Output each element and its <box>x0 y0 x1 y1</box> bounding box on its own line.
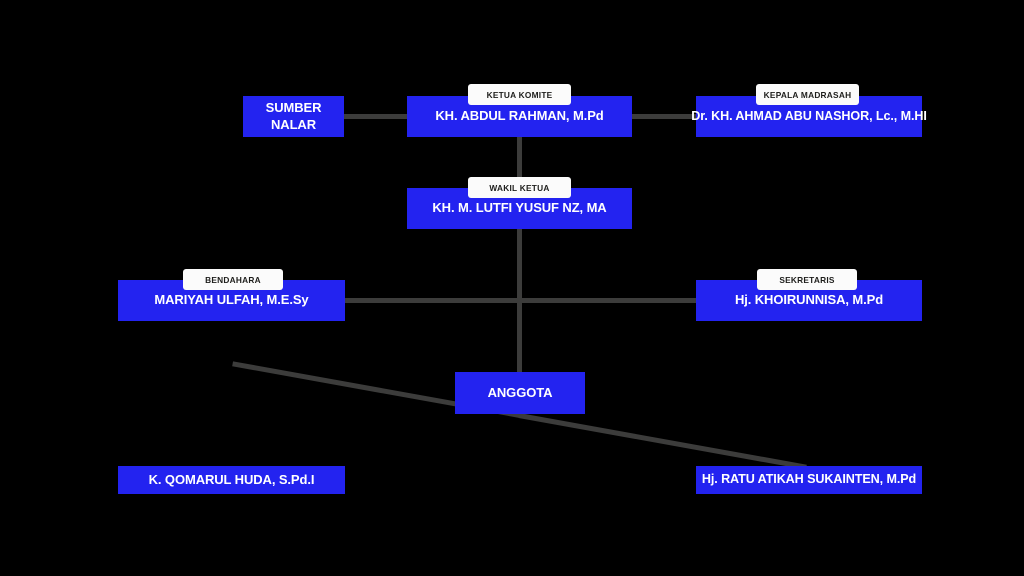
node-sumber-nalar-label: SUMBER NALAR <box>265 100 322 132</box>
node-anggota-member-2[interactable]: Hj. RATU ATIKAH SUKAINTEN, M.Pd <box>696 466 922 494</box>
node-anggota-label: ANGGOTA <box>487 384 553 400</box>
connector-sumber-to-ketua <box>340 114 412 119</box>
node-kepala-madrasah-label: Dr. KH. AHMAD ABU NASHOR, Lc., M.HI <box>691 108 927 123</box>
node-kepala-madrasah[interactable]: Dr. KH. AHMAD ABU NASHOR, Lc., M.HI <box>691 96 927 137</box>
node-ketua-komite-label: KH. ABDUL RAHMAN, M.Pd <box>435 108 604 124</box>
node-anggota-member-2-label: Hj. RATU ATIKAH SUKAINTEN, M.Pd <box>701 472 917 487</box>
connector-ketua-to-kepala <box>628 114 700 119</box>
role-tab-ketua-komite: KETUA KOMITE <box>468 84 571 105</box>
node-wakil-ketua-label: KH. M. LUTFI YUSUF NZ, MA <box>432 200 607 216</box>
node-anggota-member-1[interactable]: K. QOMARUL HUDA, S.Pd.I <box>118 466 345 494</box>
connector-ketua-to-wakil <box>517 134 522 188</box>
node-bendahara-label: MARIYAH ULFAH, M.E.Sy <box>154 292 309 308</box>
node-sekretaris[interactable]: Hj. KHOIRUNNISA, M.Pd <box>696 280 922 321</box>
node-wakil-ketua[interactable]: KH. M. LUTFI YUSUF NZ, MA <box>407 188 632 229</box>
connector-bendahara-to-sekretaris <box>341 298 701 303</box>
node-sekretaris-label: Hj. KHOIRUNNISA, M.Pd <box>734 292 884 308</box>
node-anggota[interactable]: ANGGOTA <box>455 372 585 414</box>
connector-anggota-to-member-right <box>518 413 807 470</box>
role-tab-bendahara: BENDAHARA <box>183 269 283 290</box>
role-tab-kepala-madrasah: KEPALA MADRASAH <box>756 84 859 105</box>
node-sumber-nalar[interactable]: SUMBER NALAR <box>243 96 344 137</box>
node-anggota-member-1-label: K. QOMARUL HUDA, S.Pd.I <box>148 471 315 487</box>
role-tab-wakil-ketua: WAKIL KETUA <box>468 177 571 198</box>
role-tab-sekretaris: SEKRETARIS <box>757 269 857 290</box>
